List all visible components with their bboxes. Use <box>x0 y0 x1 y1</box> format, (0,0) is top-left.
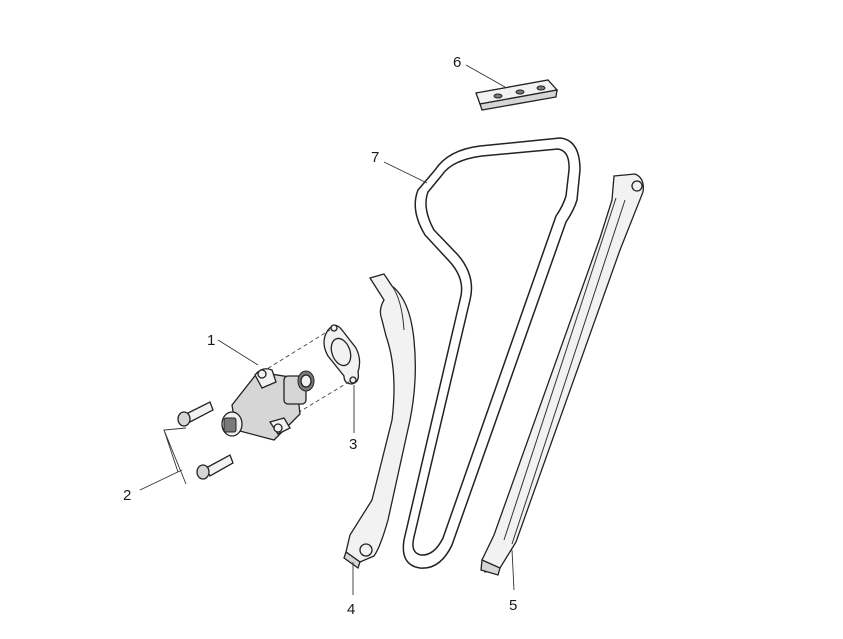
callout-3: 3 <box>349 436 357 453</box>
callout-2: 2 <box>123 487 131 504</box>
part-1-chain-tensioner[interactable] <box>221 368 315 441</box>
callout-6: 6 <box>453 54 461 71</box>
leader-6 <box>465 64 506 88</box>
callout-1: 1 <box>207 332 215 349</box>
part-2-bolt-lower[interactable] <box>196 454 234 480</box>
part-4-tensioner-slider[interactable] <box>343 273 416 570</box>
leader-5 <box>511 549 515 591</box>
callout-5: 5 <box>509 597 517 614</box>
alignment-line <box>285 379 353 421</box>
part-5-chain-guide[interactable] <box>480 173 644 576</box>
leader-7 <box>383 161 428 184</box>
leader-2 <box>139 427 187 491</box>
callout-7: 7 <box>371 149 379 166</box>
callout-4: 4 <box>347 601 355 618</box>
alignment-line <box>261 329 331 373</box>
part-6-guide-plate[interactable] <box>475 79 559 111</box>
part-7-timing-chain[interactable] <box>402 137 581 569</box>
leader-1 <box>217 339 259 366</box>
part-3-gasket[interactable] <box>323 324 361 385</box>
part-2-bolt-upper[interactable] <box>177 401 214 427</box>
